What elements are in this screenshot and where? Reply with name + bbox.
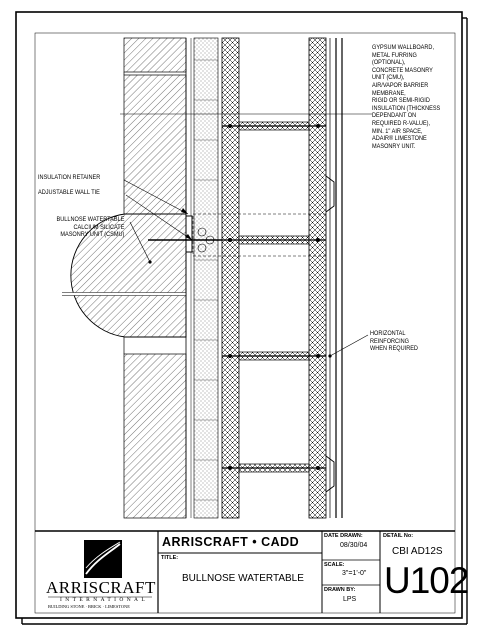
csmu-label-line: BULLNOSE WATERTABLE <box>56 216 124 223</box>
scale-label: SCALE: <box>324 562 345 568</box>
cmu-webs <box>238 121 310 473</box>
assembly-note-line: MIN. 1" AIR SPACE, <box>372 127 423 135</box>
reinforcing-label-line: WHEN REQUIRED <box>370 345 418 353</box>
title-label: TITLE: <box>161 555 179 561</box>
metal-furring <box>325 38 335 518</box>
bullnose-watertable-unit <box>62 213 187 354</box>
csmu-label-line: CALCIUM SILICATE <box>73 223 124 231</box>
cmu-outer-face-shell <box>221 37 240 519</box>
assembly-note-line: ADAIR® LIMESTONE <box>372 135 427 143</box>
assembly-note: GYPSUM WALLBOARD, METAL FURRING (OPTIONA… <box>372 44 440 150</box>
assembly-note-line: RIGID OR SEMI-RIGID <box>372 97 430 105</box>
cmu-inner-face-shell <box>308 37 327 519</box>
retainer-dashed-outline <box>192 213 327 257</box>
reinforcing-label-line: HORIZONTAL <box>370 330 406 337</box>
leader-lines <box>120 113 372 357</box>
scale-value: 3"=1'-0" <box>342 570 367 577</box>
company-name: ARRISCRAFT • CADD <box>162 535 300 549</box>
reinforcing-label-line: REINFORCING <box>370 337 409 345</box>
drawn-by-value: LPS <box>343 596 357 603</box>
leader-arrowheads <box>148 208 332 358</box>
assembly-note-line: METAL FURRING <box>372 51 417 59</box>
horizontal-reinforcing <box>222 124 326 470</box>
assembly-note-line: AIR/VAPOR BARRIER <box>372 81 429 89</box>
date-value: 08/30/04 <box>340 542 368 549</box>
detail-number-label: DETAIL No: <box>383 533 414 539</box>
logo-wordmark: ARRISCRAFT <box>46 578 156 597</box>
assembly-note-line: DEPENDANT ON <box>372 112 417 120</box>
limestone-masonry-units <box>123 37 187 519</box>
logo-tagline: BUILDING STONE · BRICK · LIMESTONE <box>48 604 130 609</box>
sheet-border <box>15 11 468 625</box>
insulation-retainer-label: INSULATION RETAINER <box>38 174 101 181</box>
logo-subtitle: INTERNATIONAL <box>60 597 149 603</box>
date-label: DATE DRAWN: <box>324 533 363 539</box>
assembly-note-line: REQUIRED R-VALUE), <box>372 119 431 127</box>
assembly-note-line: (OPTIONAL), <box>372 59 406 67</box>
detail-number: U102 <box>384 560 469 601</box>
gypsum-wallboard <box>335 38 343 518</box>
detail-code: CBI AD12S <box>392 546 443 557</box>
reinforcing-label: HORIZONTAL REINFORCING WHEN REQUIRED <box>370 330 418 353</box>
arriscraft-logo-mark <box>48 540 152 598</box>
title-block-frame <box>35 530 455 613</box>
assembly-note-line: MASONRY UNIT. <box>372 142 416 150</box>
wall-tie-label: ADJUSTABLE WALL TIE <box>38 189 100 196</box>
adjustable-wall-tie <box>148 215 222 253</box>
rigid-insulation <box>193 37 219 519</box>
assembly-note-line: INSULATION (THICKNESS <box>372 104 441 112</box>
csmu-label: BULLNOSE WATERTABLE CALCIUM SILICATE MAS… <box>56 216 124 239</box>
csmu-label-line: MASONRY UNIT (CSMU) <box>59 231 125 239</box>
drawn-by-label: DRAWN BY: <box>324 587 356 593</box>
drawing-title: BULLNOSE WATERTABLE <box>182 573 304 584</box>
assembly-note-line: UNIT (CMU), <box>372 74 405 82</box>
assembly-note-line: CONCRETE MASONRY <box>372 66 433 74</box>
assembly-note-line: GYPSUM WALLBOARD, <box>372 44 435 51</box>
assembly-note-line: MEMBRANE, <box>372 89 406 97</box>
